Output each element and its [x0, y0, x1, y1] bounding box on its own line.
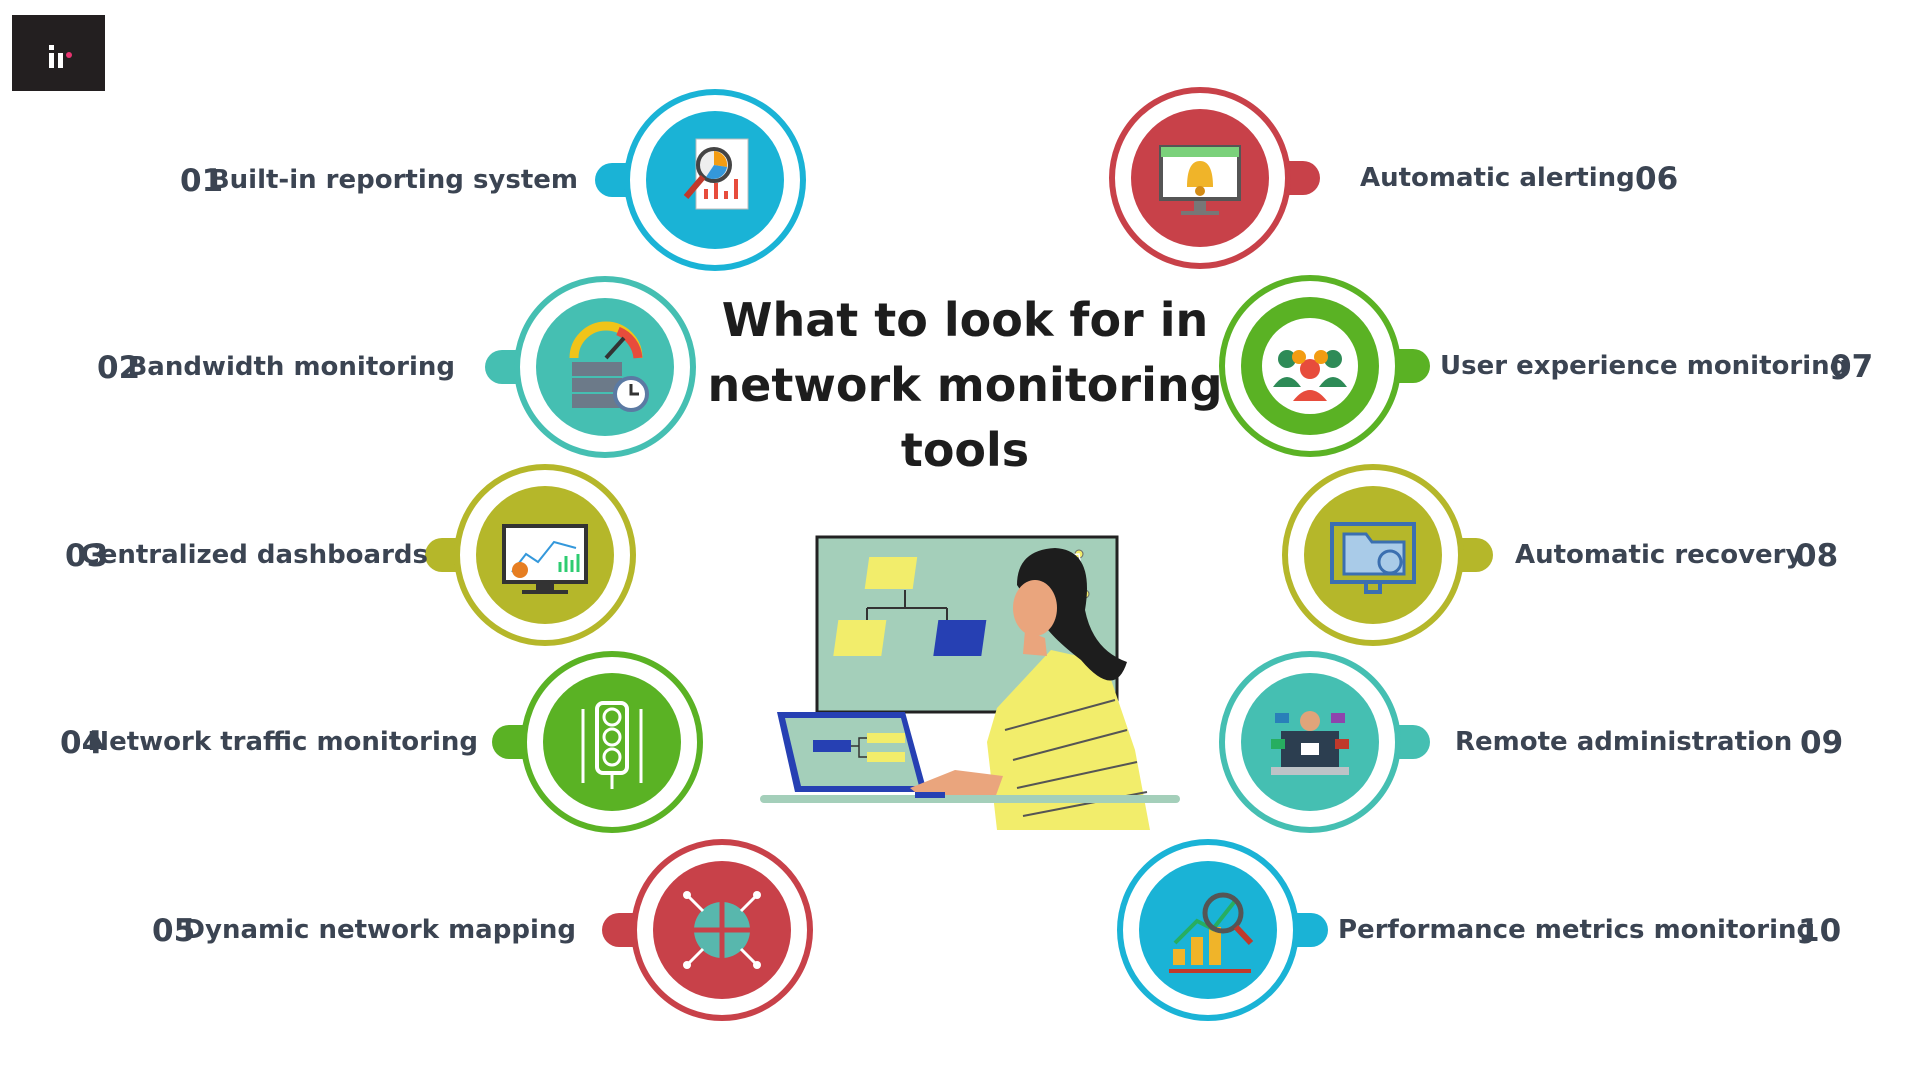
folder-recovery-icon — [1330, 522, 1416, 594]
feature-label: Built-in reporting system — [209, 165, 578, 195]
feature-number: 07 — [1830, 349, 1874, 385]
feature-number: 01 — [180, 163, 224, 199]
feature-label: Dynamic network mapping — [183, 915, 576, 945]
feature-label: Network traffic monitoring — [87, 727, 478, 757]
feature-number: 05 — [152, 913, 196, 949]
feature-number: 08 — [1795, 538, 1839, 574]
traffic-light-icon — [581, 701, 643, 789]
report-magnifier-icon — [683, 138, 749, 210]
feature-label: Bandwidth monitoring — [127, 352, 455, 382]
users-group-icon — [1262, 318, 1358, 414]
brand-logo — [12, 15, 105, 91]
speedometer-server-icon — [569, 321, 649, 412]
remote-admin-laptop-icon — [1271, 711, 1349, 775]
feature-number: 06 — [1635, 161, 1679, 197]
feature-label: User experience monitoring — [1440, 351, 1849, 381]
feature-label: Automatic recovery — [1515, 540, 1803, 570]
feature-number: 02 — [97, 350, 141, 386]
alert-bell-monitor-icon — [1159, 145, 1241, 215]
feature-label: Automatic alerting — [1360, 163, 1635, 193]
feature-number: 03 — [65, 538, 109, 574]
feature-label: Centralized dashboards — [80, 540, 428, 570]
feature-disc — [1139, 861, 1277, 999]
network-map-icon — [683, 891, 761, 969]
feature-number: 09 — [1800, 725, 1844, 761]
feature-label: Remote administration — [1455, 727, 1793, 757]
feature-number: 04 — [60, 725, 104, 761]
dashboard-monitor-icon — [502, 524, 588, 594]
page-title: What to look for in network monitoring t… — [707, 293, 1223, 477]
performance-chart-icon — [1169, 892, 1254, 973]
feature-label: Performance metrics monitoring — [1338, 915, 1816, 945]
feature-number: 10 — [1798, 913, 1842, 949]
person-at-laptop-illustration — [760, 535, 1180, 830]
